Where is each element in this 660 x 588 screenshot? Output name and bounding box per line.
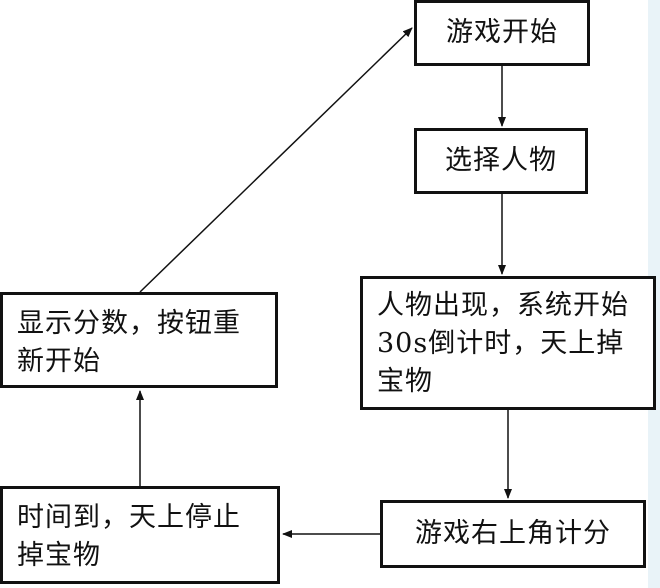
node-game-start: 游戏开始 [414, 0, 590, 66]
node-score-top-right: 游戏右上角计分 [380, 500, 646, 568]
node-character-appears-label: 人物出现，系统开始30s倒计时，天上掉宝物 [377, 290, 629, 397]
node-game-start-label: 游戏开始 [446, 17, 558, 48]
arrow-show-to-start [139, 27, 413, 293]
node-select-character: 选择人物 [414, 128, 588, 194]
node-time-up-label: 时间到，天上停止掉宝物 [17, 502, 241, 571]
node-show-score-restart-label: 显示分数，按钮重新开始 [17, 308, 241, 377]
node-time-up: 时间到，天上停止掉宝物 [0, 486, 280, 584]
node-show-score-restart: 显示分数，按钮重新开始 [0, 292, 278, 388]
node-select-character-label: 选择人物 [445, 145, 557, 176]
node-character-appears: 人物出现，系统开始30s倒计时，天上掉宝物 [360, 276, 656, 410]
node-score-top-right-label: 游戏右上角计分 [415, 518, 611, 549]
